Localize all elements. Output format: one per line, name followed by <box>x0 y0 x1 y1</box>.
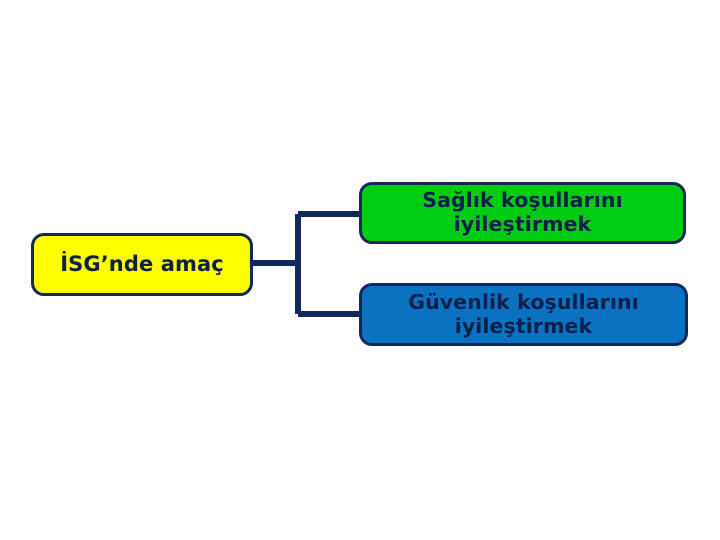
node-branch-health-label: Sağlık koşullarını iyileştirmek <box>422 188 623 236</box>
node-root-amac[interactable]: İSG’nde amaç <box>31 233 253 296</box>
node-branch-health[interactable]: Sağlık koşullarını iyileştirmek <box>359 182 686 244</box>
node-branch-safety[interactable]: Güvenlik koşullarını iyileştirmek <box>359 283 688 346</box>
node-branch-safety-label: Güvenlik koşullarını iyileştirmek <box>408 289 639 338</box>
node-root-label: İSG’nde amaç <box>60 252 224 277</box>
